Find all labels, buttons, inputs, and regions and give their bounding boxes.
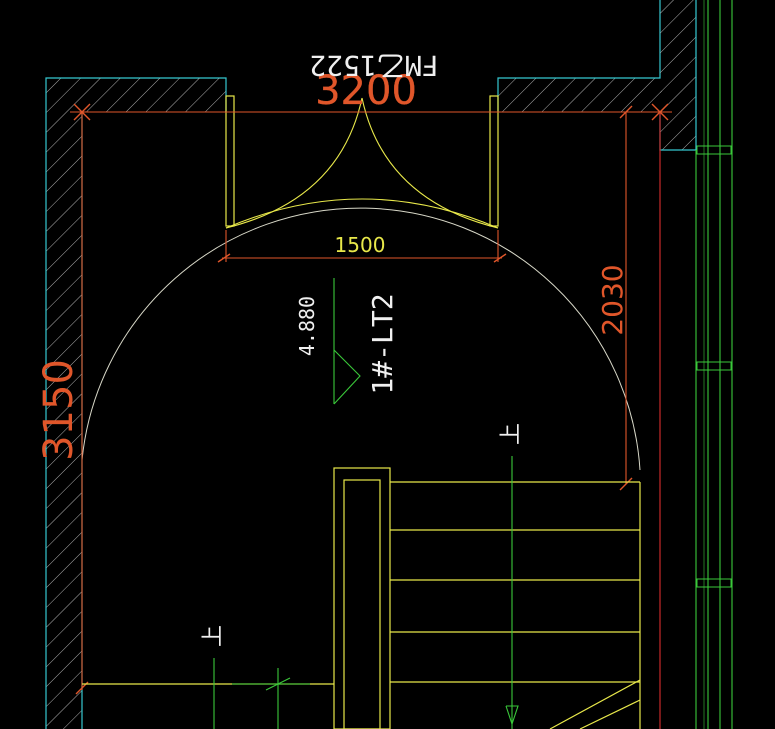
up-mark-1: 上 <box>499 423 524 445</box>
swing-arc <box>81 207 641 471</box>
right-green-rails <box>695 0 733 729</box>
double-door-leaves <box>225 97 499 229</box>
dimension-ticks <box>73 103 669 695</box>
right-top-wall <box>497 0 697 151</box>
door-tag-text: FM乙1522 <box>309 49 438 82</box>
door-jambs <box>225 95 499 227</box>
dim-opening-text: 1500 <box>335 233 386 257</box>
elevation-text: 4.880 <box>295 296 319 356</box>
stair-block <box>82 467 641 729</box>
left-wall <box>45 77 227 729</box>
dim-right-text: 2030 <box>596 264 629 335</box>
up-mark-2: 上 <box>201 625 226 647</box>
dim-left-text: 3150 <box>36 359 82 461</box>
stair-label-text: 1#-LT2 <box>366 293 399 394</box>
rail-clamps <box>696 145 732 588</box>
dim-top-text: 3200 <box>315 68 417 114</box>
walking-line <box>213 456 519 729</box>
elevation-mark: 4.880 <box>295 278 361 405</box>
